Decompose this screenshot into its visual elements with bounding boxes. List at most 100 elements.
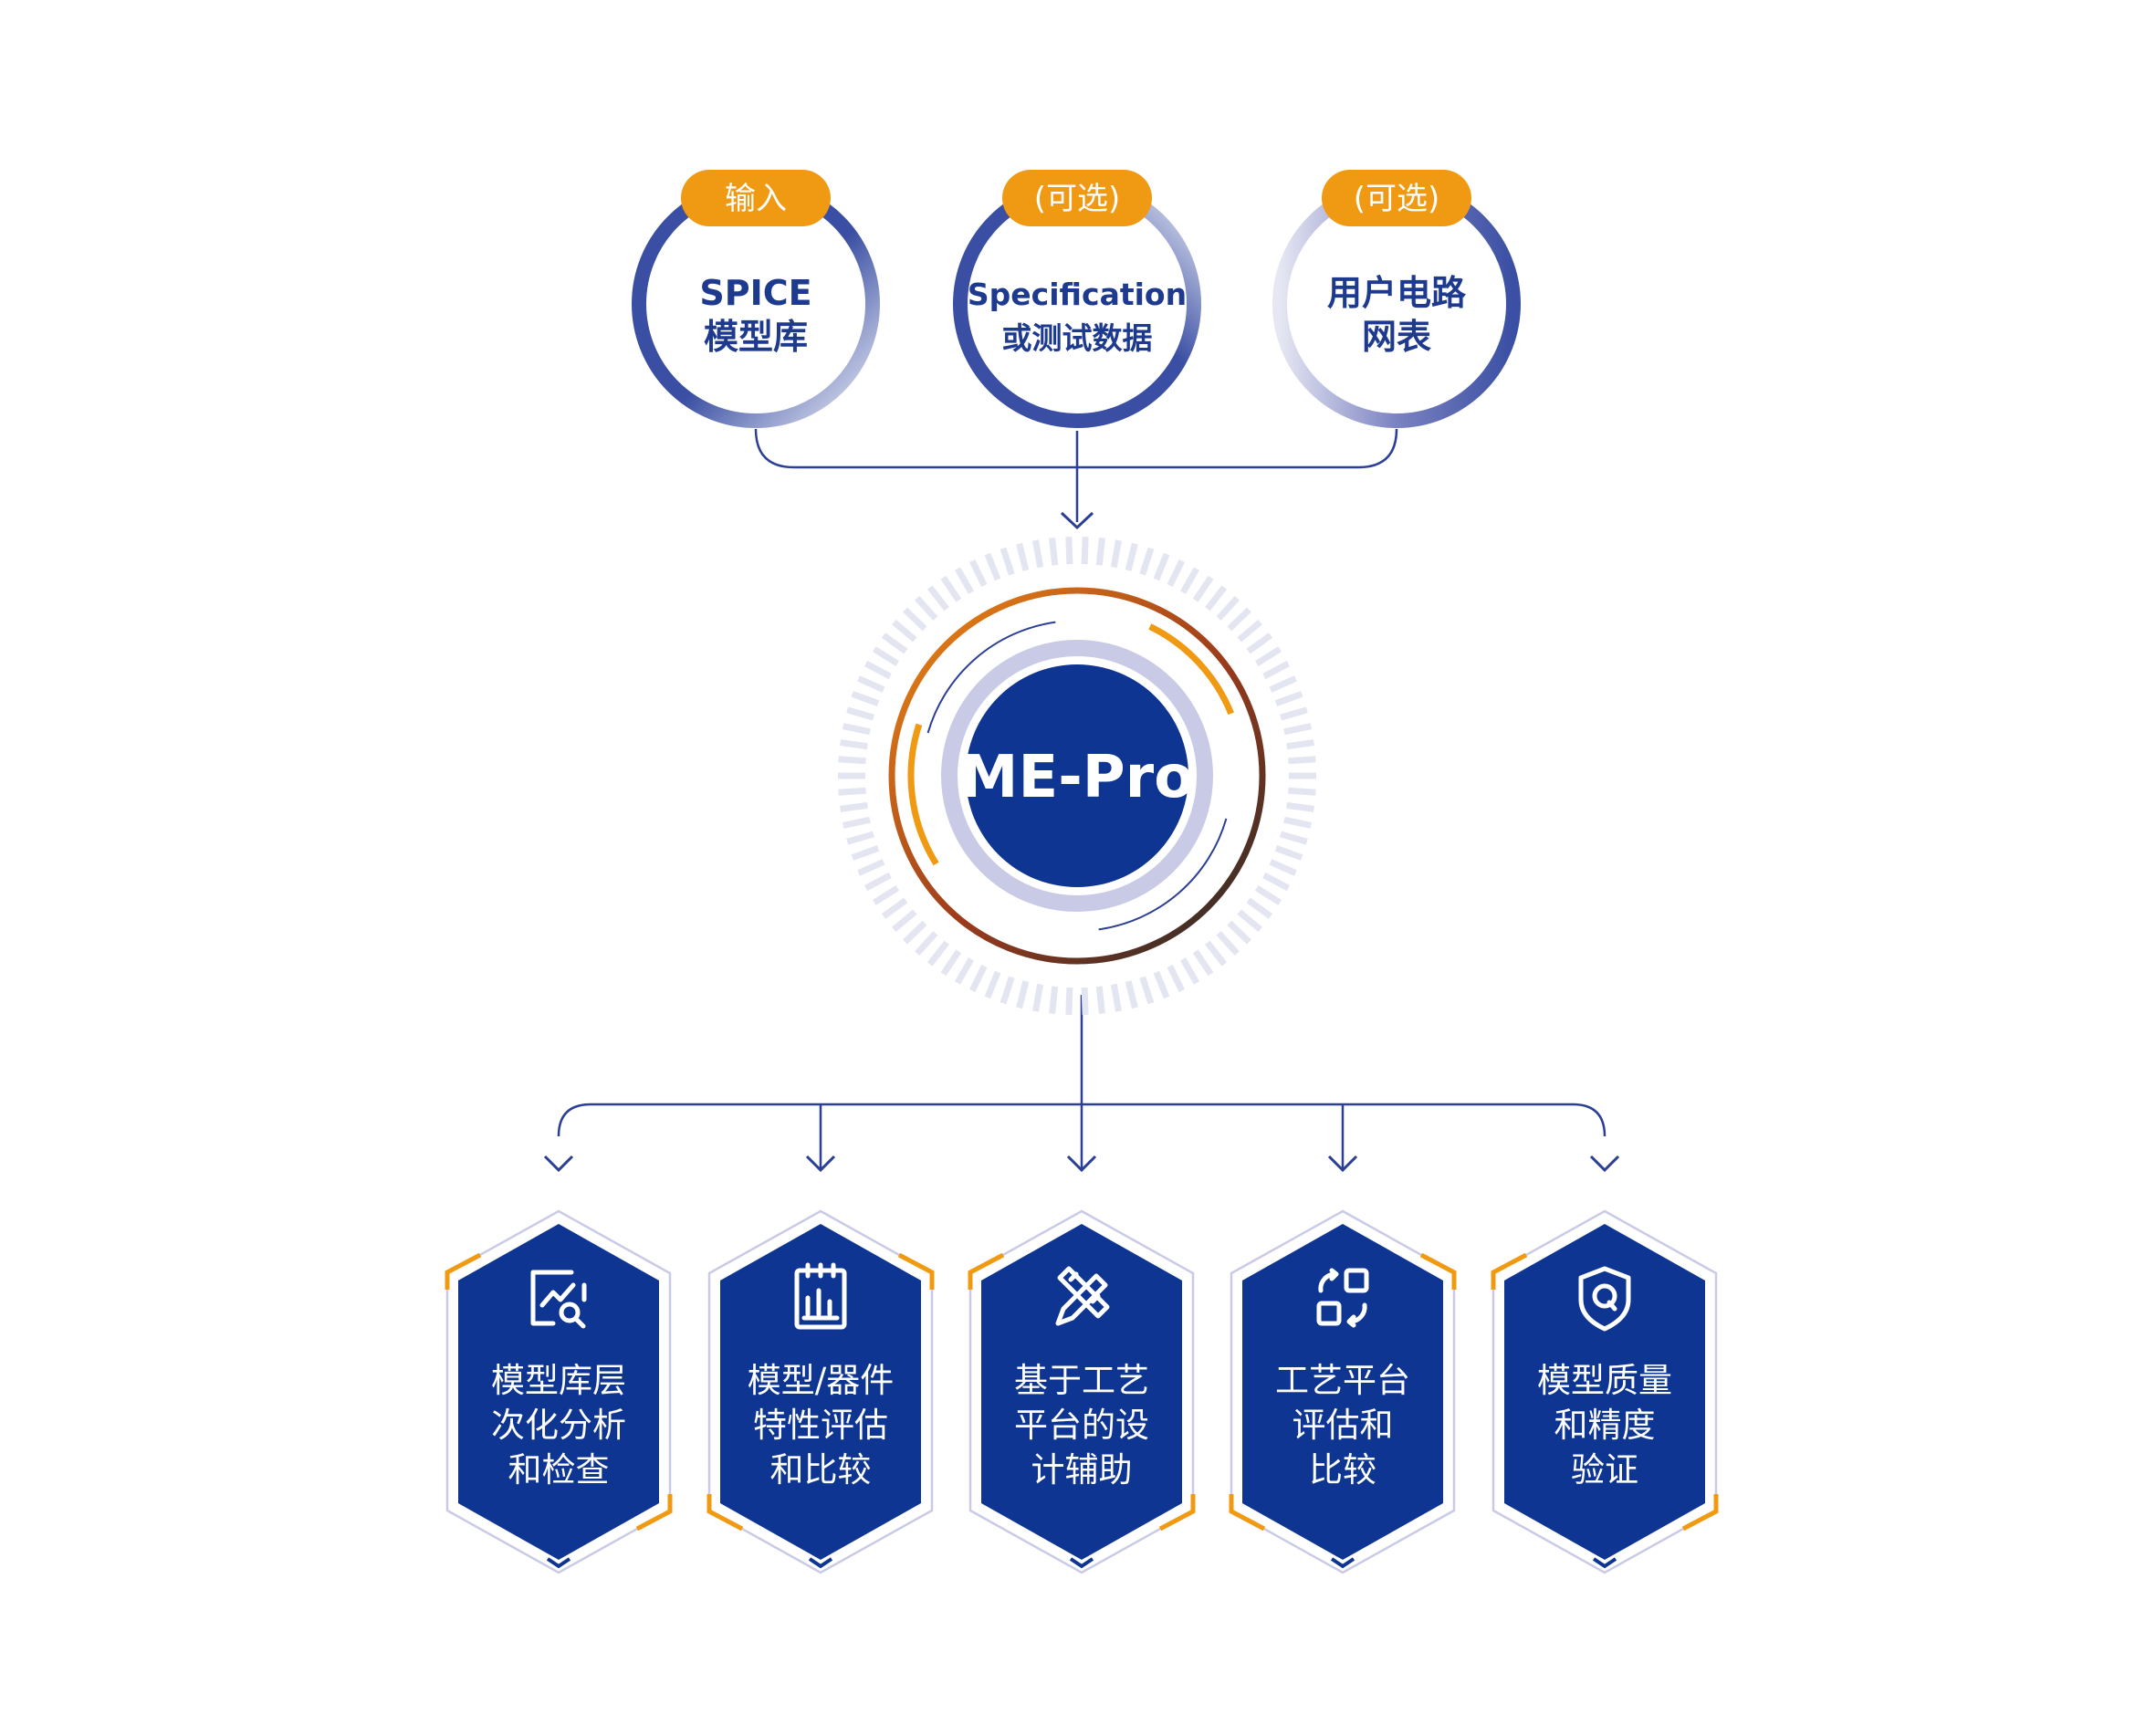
output-bottom-chevron: [1330, 1557, 1355, 1569]
input-badge: [681, 170, 831, 226]
input-subtitle: 网表: [1362, 317, 1431, 357]
core-label: ME-Pro: [960, 744, 1194, 811]
output-accent: [1419, 1252, 1457, 1290]
halo-tick: [1139, 976, 1155, 1005]
output-label-line: 次化分析: [491, 1406, 626, 1445]
core-thin-arc: [1098, 818, 1228, 931]
halo-tick: [984, 970, 1001, 999]
platform-compare-icon: [1316, 1268, 1369, 1328]
output-bottom-chevron: [808, 1557, 833, 1569]
halo-tick: [1254, 884, 1282, 905]
halo-tick: [881, 632, 908, 654]
output-label-line: 比较: [1309, 1450, 1376, 1490]
halo-tick: [872, 884, 900, 905]
core-outer-ring: [888, 587, 1266, 965]
halo-tick: [926, 585, 949, 612]
input-subtitle: 模型库: [704, 317, 808, 357]
output-label-line: 特性评估: [753, 1406, 888, 1445]
core-inner-ring: [941, 640, 1213, 912]
output-label-line: 和检查: [508, 1450, 610, 1490]
halo-tick: [1269, 859, 1297, 876]
halo-tick: [864, 660, 892, 680]
halo-tick: [1095, 538, 1105, 566]
halo-tick: [1237, 909, 1262, 933]
halo-tick: [1227, 920, 1251, 945]
halo-tick: [1246, 897, 1273, 919]
halo-tick: [1288, 787, 1316, 796]
halo-tick: [1192, 949, 1214, 977]
input-title: 用户电路: [1327, 273, 1467, 313]
halo-tick: [1167, 559, 1185, 588]
halo-tick: [1032, 539, 1044, 569]
halo-tick: [1110, 983, 1122, 1012]
core-section: ME-Pro: [838, 537, 1316, 1015]
halo-tick: [1288, 756, 1316, 765]
halo-tick: [1095, 986, 1105, 1014]
halo-tick: [892, 909, 917, 933]
input-badge: [1322, 170, 1471, 226]
output-arrow: [543, 1155, 574, 1173]
halo-tick: [892, 619, 917, 643]
output-bottom-chevron: [1592, 1557, 1617, 1569]
output-accent: [1681, 1494, 1719, 1532]
output-accent: [635, 1494, 673, 1532]
halo-tick: [1246, 632, 1273, 654]
output-hex: [458, 1224, 659, 1560]
output-label-line: 计辅助: [1031, 1450, 1133, 1490]
output-hex: [1504, 1224, 1705, 1560]
input-connectors: [754, 428, 1398, 522]
halo-tick: [903, 920, 927, 945]
chart-search-icon: [530, 1270, 587, 1329]
halo-tick: [851, 845, 880, 861]
shield-quality-icon: [1578, 1266, 1631, 1332]
outputs-section: 模型库层次化分析和检查模型/器件特性评估和比较基于工艺平台的设计辅助工艺平台评估…: [445, 1155, 1719, 1574]
halo-tick: [969, 964, 988, 993]
halo-tick: [915, 595, 938, 621]
halo-tick: [1153, 552, 1170, 581]
halo-tick: [1280, 706, 1308, 721]
halo-tick: [872, 646, 900, 667]
halo-tick: [857, 859, 885, 876]
halo-tick: [1227, 607, 1251, 632]
halo-tick: [954, 957, 975, 985]
output-hex: [981, 1224, 1182, 1560]
output-label-line: 评估和: [1293, 1406, 1394, 1445]
halo-tick: [864, 872, 892, 892]
halo-tick: [1237, 619, 1262, 643]
halo-tick: [1254, 646, 1282, 667]
halo-tick: [940, 575, 962, 602]
halo-tick: [954, 567, 975, 594]
output-label-line: 基于工艺: [1014, 1361, 1149, 1400]
halo-tick: [1179, 957, 1200, 985]
input-badge-label: (可选): [1034, 181, 1121, 217]
output-accent: [1158, 1494, 1196, 1532]
input-circle-bg: [1289, 196, 1504, 412]
halo-tick: [940, 949, 962, 977]
halo-tick: [1049, 986, 1059, 1014]
halo-tick: [846, 706, 874, 721]
output-accent: [445, 1252, 482, 1290]
halo-tick: [838, 756, 866, 765]
halo-tick: [1125, 980, 1138, 1009]
halo-tick: [969, 559, 988, 588]
core-center: [966, 664, 1188, 887]
halo-tick: [1125, 542, 1138, 571]
halo-tick: [1286, 739, 1314, 750]
halo-tick: [851, 691, 880, 706]
halo-tick: [1216, 931, 1240, 957]
halo-tick: [1139, 547, 1155, 576]
output-bottom-chevron: [1069, 1557, 1094, 1569]
halo-tick: [1110, 539, 1122, 569]
halo-tick: [881, 897, 908, 919]
halo-tick: [1280, 831, 1308, 845]
halo-tick: [1262, 872, 1290, 892]
input-badge-label: 输入: [725, 181, 787, 217]
halo-tick: [1000, 547, 1015, 576]
halo-tick: [842, 723, 871, 736]
